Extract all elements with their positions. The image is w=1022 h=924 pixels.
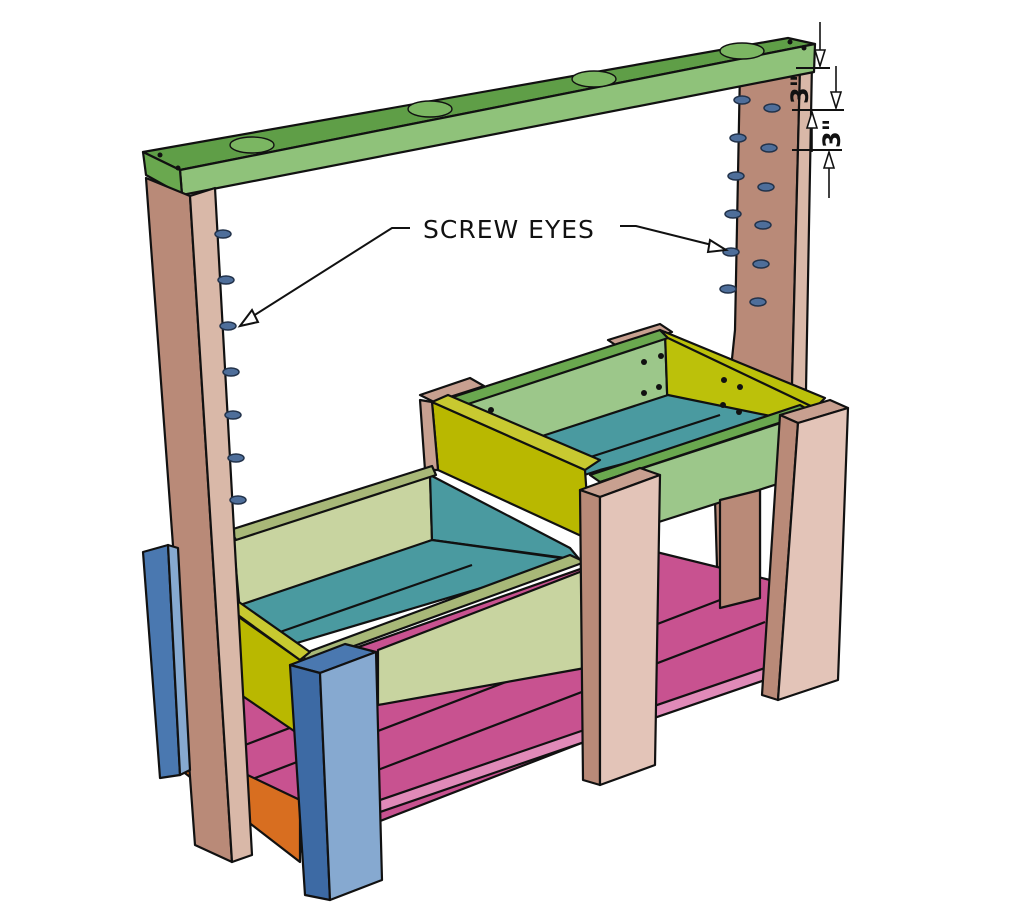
top-rail [141,36,817,197]
arrowhead-left [237,308,260,328]
screw-eyes-callout: SCREW EYES [237,215,729,328]
back-right-leg [718,488,762,610]
lower-planter [153,464,587,737]
screw-eyes-right [719,95,781,307]
rail-hole [571,70,617,88]
rail-hole [407,100,453,118]
rail-hole [229,136,275,154]
blue-legs [141,543,384,902]
screw-eyes-left [214,229,247,505]
dimension-annotations: 3" 3" [786,22,846,198]
dimension-label-1: 3" [786,75,814,104]
arrowhead-right [706,238,729,254]
rail-hole [719,42,765,60]
front-legs [578,398,850,787]
left-trellis-post [144,176,254,864]
dimension-label-2: 3" [818,119,846,148]
callout-label: SCREW EYES [423,215,595,244]
